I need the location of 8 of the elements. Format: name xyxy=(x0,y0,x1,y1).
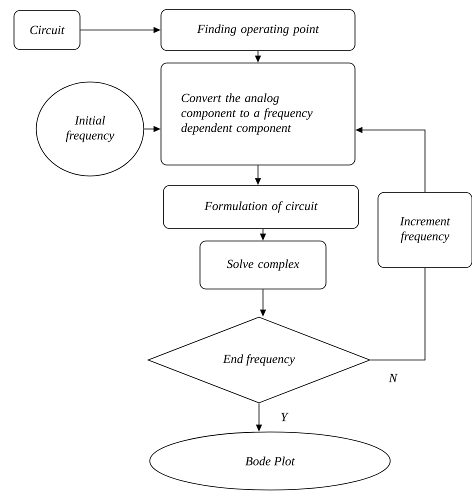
process-box: Solve complex xyxy=(200,240,326,290)
edge-label: Y xyxy=(280,412,289,422)
process-box: Convert the analog component to a frequency dependent component xyxy=(160,62,356,166)
process-box: Circuit xyxy=(14,10,80,50)
edge-label: N xyxy=(388,372,398,384)
process-box: Formulation of circuit xyxy=(163,185,359,229)
process-box: Finding operating point xyxy=(160,9,356,51)
process-box: Increment frequency xyxy=(378,192,472,268)
